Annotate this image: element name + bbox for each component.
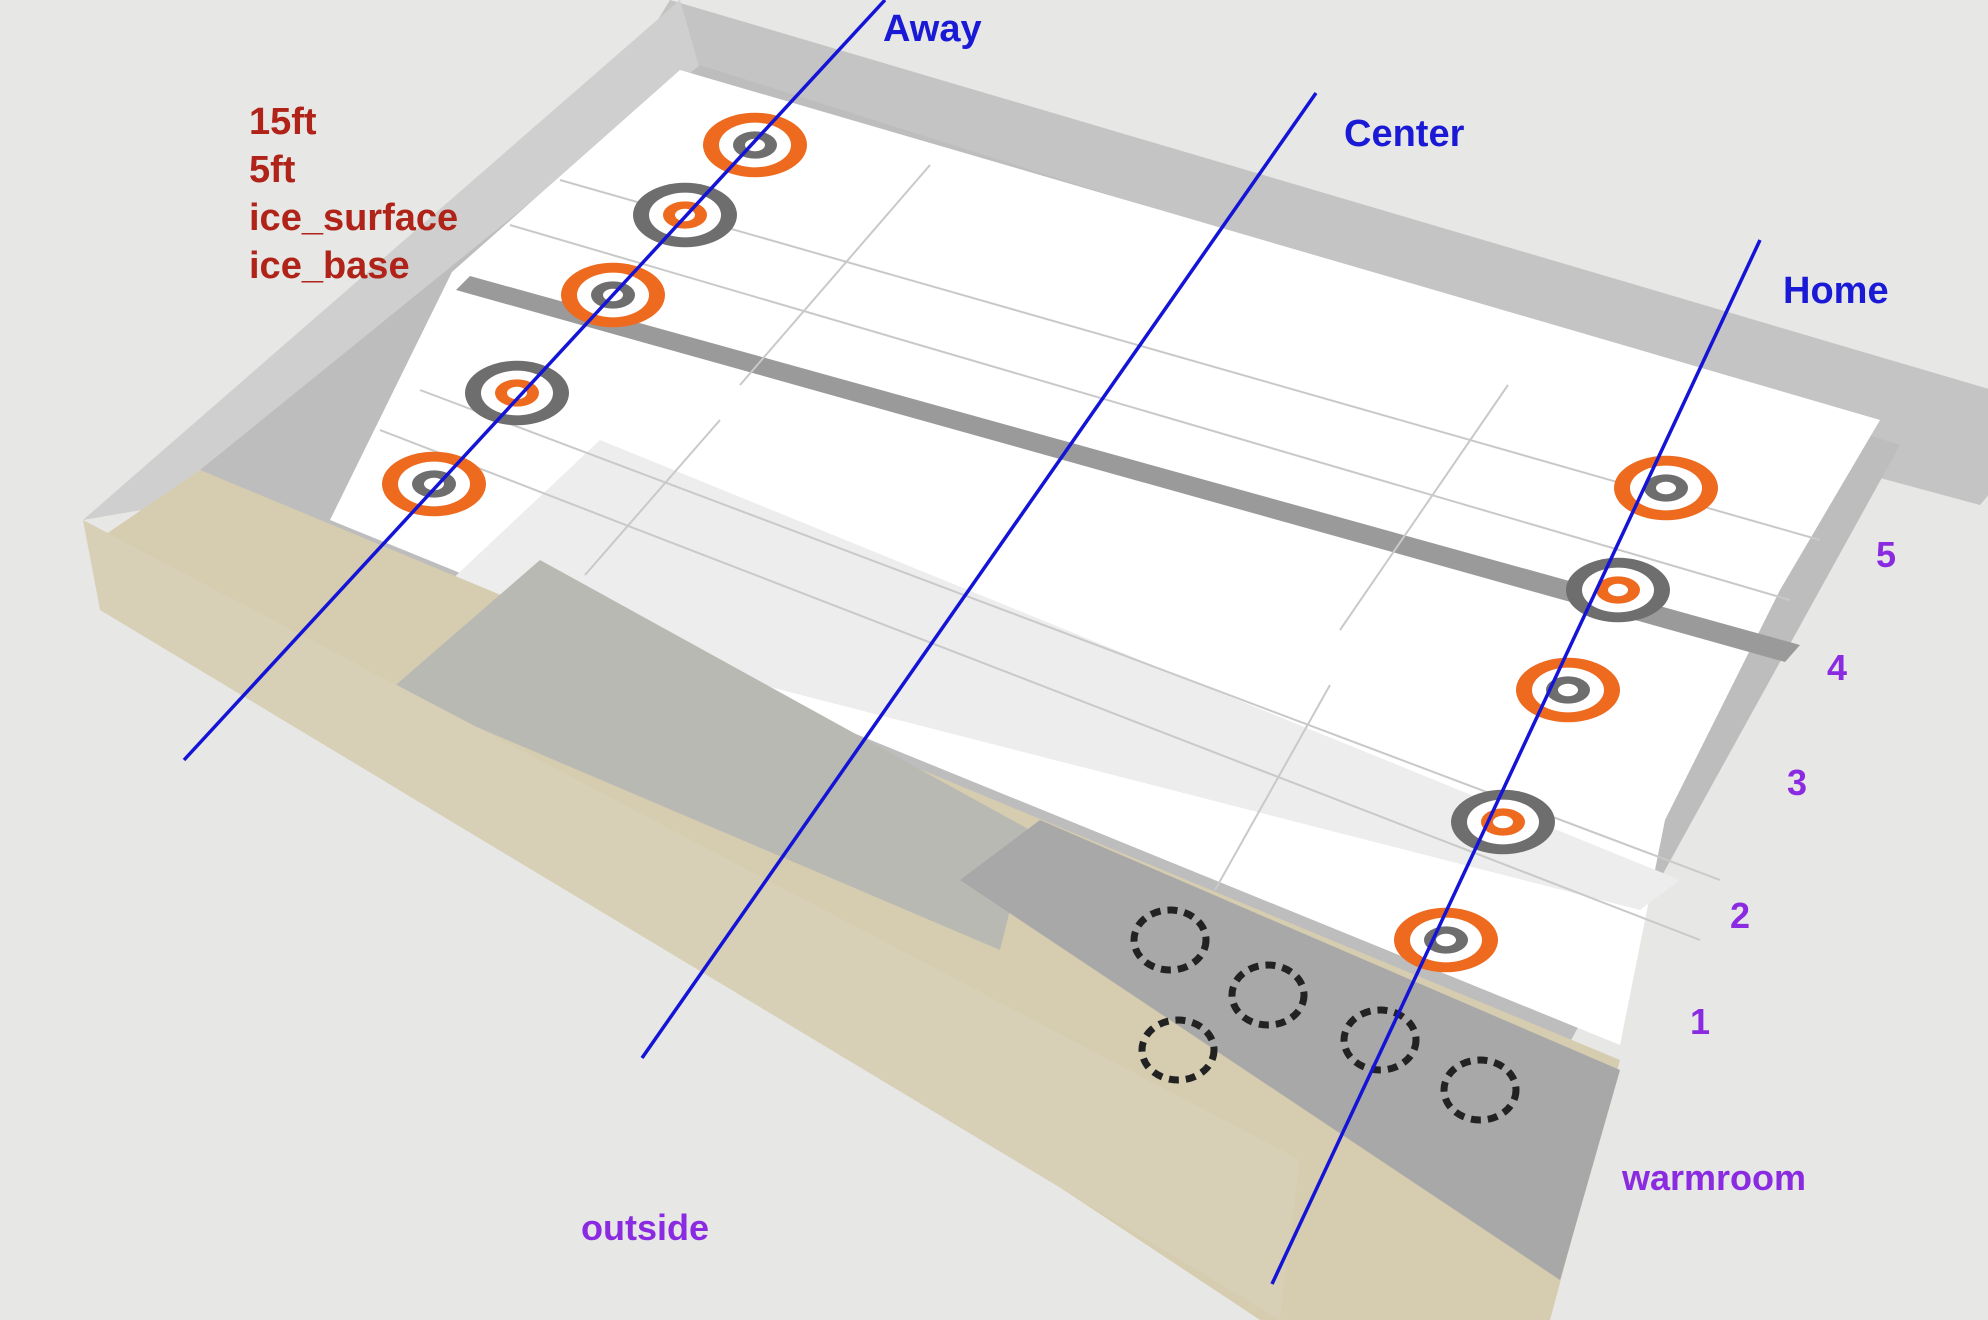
- locker-rooms: [390, 560, 1030, 950]
- away-label: Away: [883, 8, 982, 50]
- front-wall: [83, 520, 1300, 1320]
- round-table: [1228, 961, 1308, 1029]
- curling-house: [1451, 789, 1555, 855]
- curling-house: [1566, 557, 1670, 623]
- sheet-divider: [456, 276, 1800, 662]
- curling-house: [1394, 907, 1498, 973]
- sheet-number-3: 3: [1787, 762, 1808, 803]
- round-table: [1138, 1016, 1218, 1084]
- warmroom-tables: [1130, 906, 1520, 1124]
- center-label: Center: [1344, 113, 1465, 155]
- curling-house: [465, 360, 569, 426]
- sheet-number-5: 5: [1876, 534, 1897, 575]
- curling-house: [1614, 455, 1718, 521]
- sheet-number-4: 4: [1827, 647, 1848, 688]
- sheet-divider: [430, 440, 1680, 910]
- legend-item: 5ft: [249, 149, 296, 191]
- legend-item: ice_surface: [249, 197, 459, 239]
- legend-item: ice_base: [249, 245, 410, 287]
- home-label: Home: [1783, 270, 1889, 312]
- sheet-center-lines: [379, 164, 1821, 941]
- round-table: [1340, 1006, 1420, 1074]
- center-line: [640, 91, 1318, 1060]
- legend: 15ft 5ft ice_surface ice_base: [249, 98, 458, 290]
- curling-houses: [382, 112, 1718, 973]
- curling-house: [703, 112, 807, 178]
- away-line: [182, 0, 887, 762]
- curling-house: [382, 451, 486, 517]
- sheet-number-2: 2: [1730, 895, 1751, 936]
- curling-house: [1516, 657, 1620, 723]
- warmroom-label: warmroom: [1622, 1157, 1807, 1198]
- warmroom-area: [960, 820, 1620, 1280]
- sheet-number-1: 1: [1690, 1001, 1711, 1042]
- round-table: [1440, 1056, 1520, 1124]
- guide-lines: [182, 0, 1762, 1285]
- legend-item: 15ft: [249, 101, 317, 143]
- round-table: [1130, 906, 1210, 974]
- building-outer-wall: [83, 0, 700, 520]
- home-line: [1270, 239, 1762, 1285]
- outside-label: outside: [581, 1207, 710, 1248]
